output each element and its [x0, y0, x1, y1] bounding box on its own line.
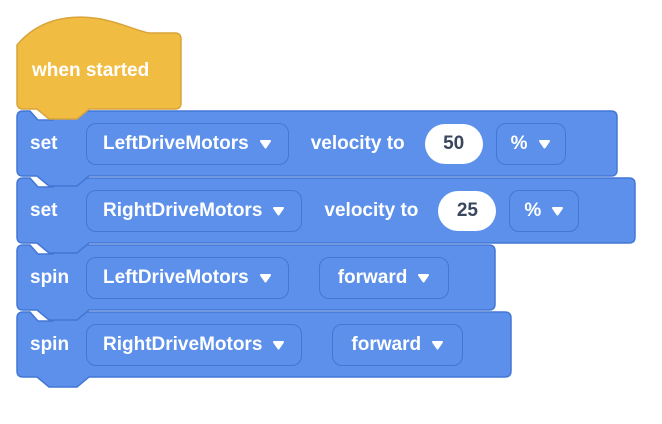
motor-dropdown-label: RightDriveMotors	[103, 199, 263, 221]
direction-dropdown-label: forward	[351, 333, 422, 355]
velocity-to-label: velocity to	[310, 132, 405, 154]
motor-dropdown[interactable]: LeftDriveMotors	[86, 256, 289, 299]
direction-dropdown-label: forward	[337, 266, 408, 288]
unit-dropdown-label: %	[510, 132, 528, 154]
block-keyword: spin	[30, 266, 70, 288]
block-keyword: set	[30, 199, 58, 221]
dropdown-arrow-icon	[417, 273, 430, 283]
direction-dropdown[interactable]: forward	[332, 323, 464, 366]
motor-dropdown-label: LeftDriveMotors	[103, 132, 249, 154]
motor-dropdown-label: LeftDriveMotors	[103, 266, 249, 288]
spin-block-right[interactable]: spin RightDriveMotors forward	[16, 311, 512, 388]
velocity-value-input[interactable]: 50	[424, 123, 483, 164]
dropdown-arrow-icon	[259, 273, 272, 283]
unit-dropdown-label: %	[524, 199, 542, 221]
hat-block-label: when started	[32, 60, 150, 81]
motor-dropdown[interactable]: RightDriveMotors	[86, 189, 303, 232]
unit-dropdown[interactable]: %	[509, 189, 580, 232]
velocity-value-input[interactable]: 25	[438, 190, 497, 231]
set-velocity-block-left[interactable]: set LeftDriveMotors velocity to 50 %	[16, 110, 618, 187]
when-started-hat-block[interactable]: when started	[16, 16, 182, 120]
dropdown-arrow-icon	[431, 340, 444, 350]
unit-dropdown[interactable]: %	[495, 122, 566, 165]
dropdown-arrow-icon	[538, 139, 551, 149]
dropdown-arrow-icon	[272, 340, 285, 350]
direction-dropdown[interactable]: forward	[318, 256, 450, 299]
set-velocity-block-right[interactable]: set RightDriveMotors velocity to 25 %	[16, 177, 636, 254]
dropdown-arrow-icon	[551, 206, 564, 216]
motor-dropdown-label: RightDriveMotors	[103, 333, 263, 355]
block-keyword: set	[30, 132, 58, 154]
spin-block-left[interactable]: spin LeftDriveMotors forward	[16, 244, 496, 321]
block-keyword: spin	[30, 333, 70, 355]
velocity-to-label: velocity to	[324, 199, 419, 221]
dropdown-arrow-icon	[272, 206, 285, 216]
motor-dropdown[interactable]: LeftDriveMotors	[86, 122, 289, 165]
dropdown-arrow-icon	[259, 139, 272, 149]
motor-dropdown[interactable]: RightDriveMotors	[86, 323, 303, 366]
